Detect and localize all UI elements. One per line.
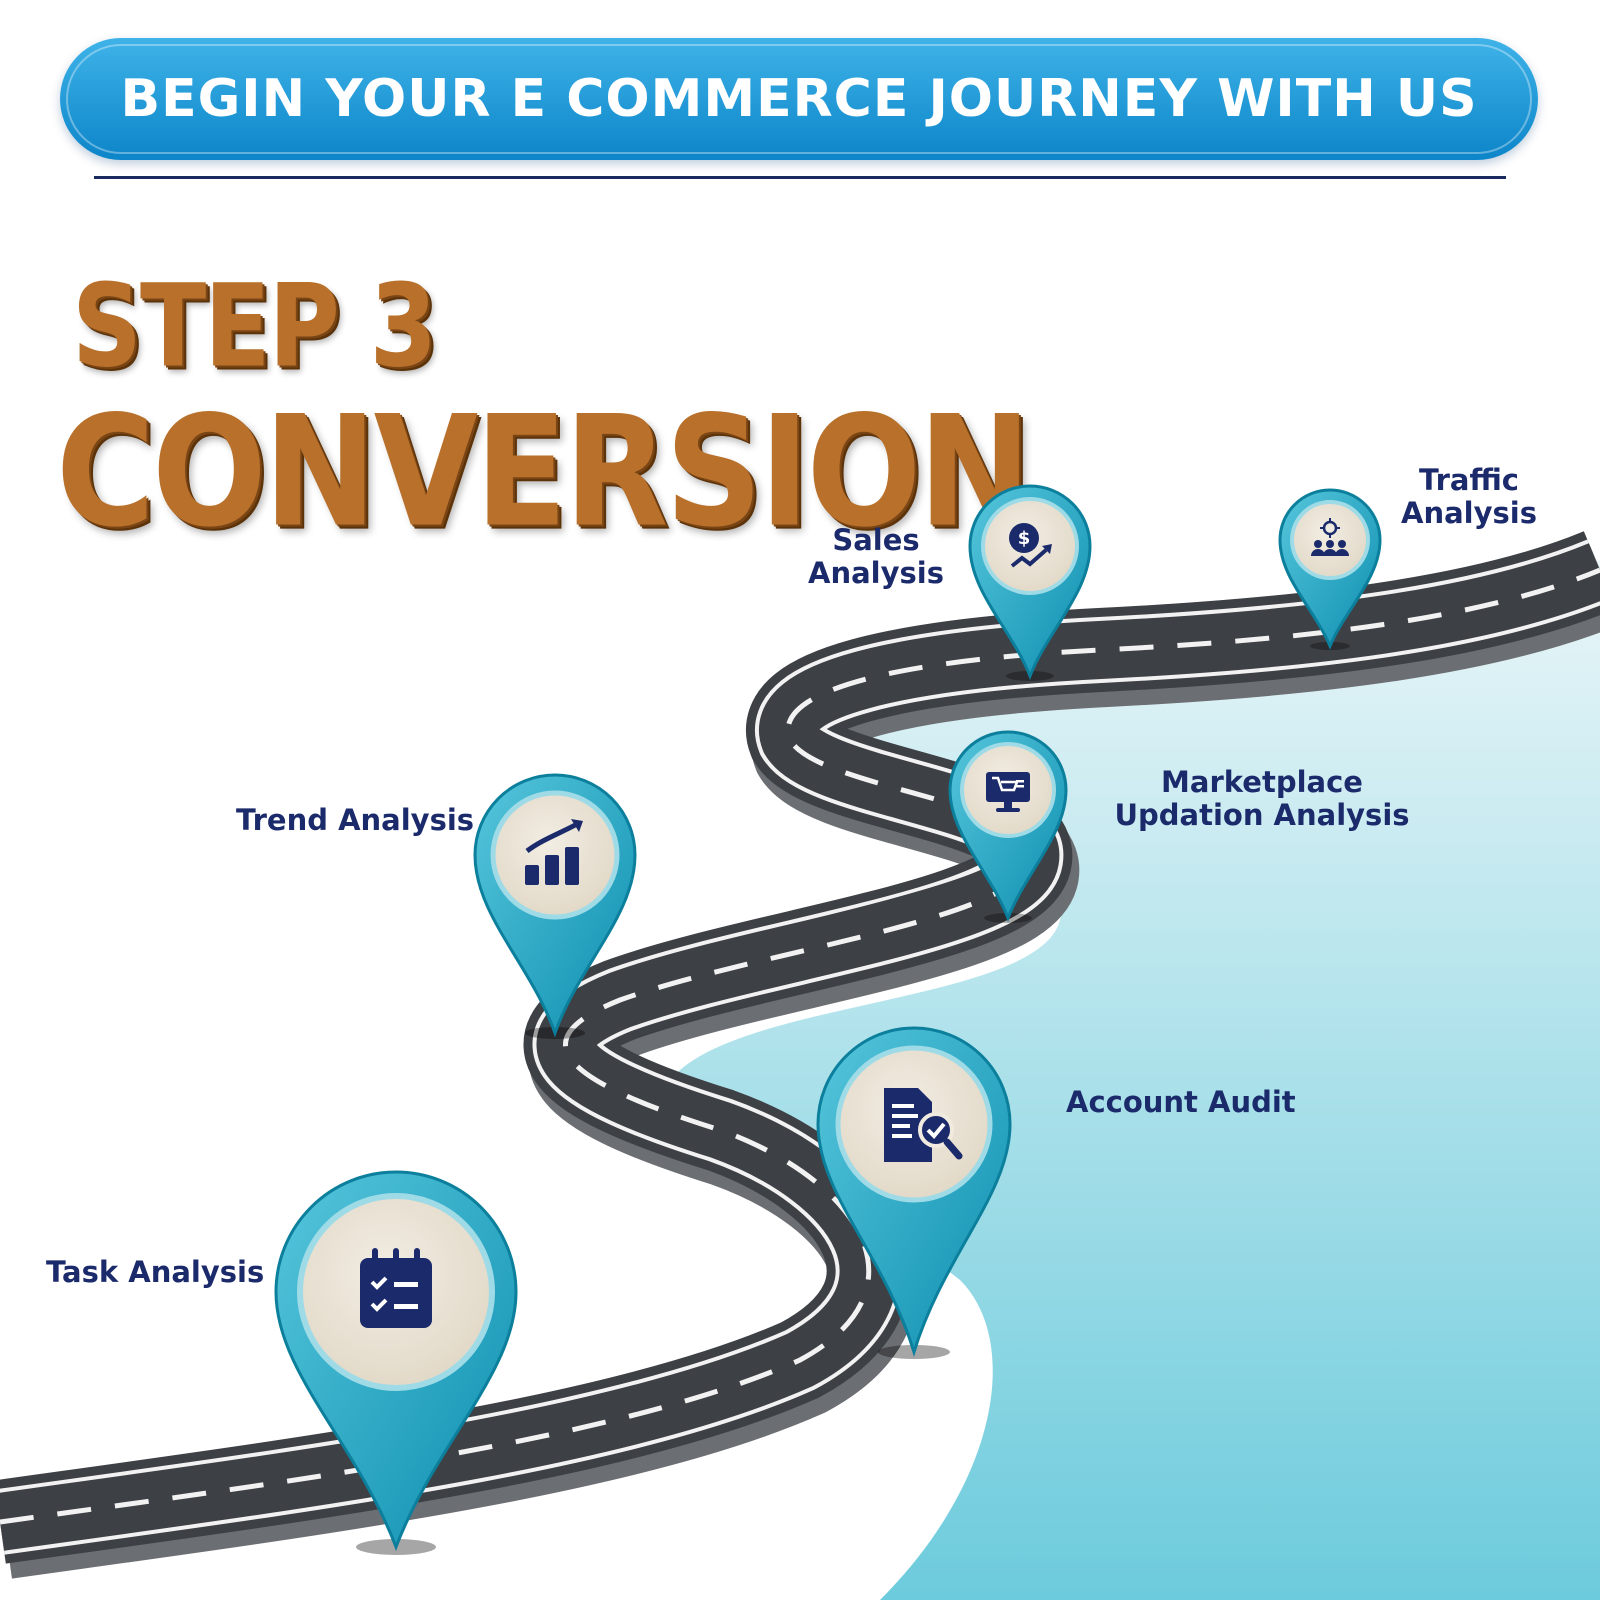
label-task-analysis: Task Analysis <box>46 1255 265 1289</box>
label-sales-line2: Analysis <box>808 556 944 591</box>
label-marketplace-line1: Marketplace <box>1161 765 1363 799</box>
header-divider <box>94 176 1506 179</box>
pin-task-analysis <box>274 1170 518 1555</box>
document-magnifier-icon <box>884 1088 963 1162</box>
header-title: BEGIN YOUR E COMMERCE JOURNEY WITH US <box>120 69 1478 129</box>
pin-account-audit <box>816 1026 1012 1359</box>
road-center-dashes <box>0 567 1600 1525</box>
dollar-growth-icon: $ <box>1009 523 1052 568</box>
label-account-audit: Account Audit <box>1066 1085 1296 1119</box>
svg-text:$: $ <box>1018 528 1031 549</box>
monitor-cart-icon <box>986 772 1030 812</box>
label-sales-analysis: Sales Analysis <box>796 523 956 591</box>
people-target-icon <box>1311 518 1349 556</box>
label-traffic-line1: Traffic <box>1419 463 1519 497</box>
pin-sales-analysis: $ <box>968 484 1092 681</box>
label-marketplace-updation: Marketplace Updation Analysis <box>1112 765 1412 833</box>
label-marketplace-line2: Updation Analysis <box>1114 798 1410 833</box>
pin-trend-analysis <box>473 773 637 1039</box>
label-trend-analysis: Trend Analysis <box>236 803 475 837</box>
label-sales-line1: Sales <box>832 523 920 557</box>
step-title: CONVERSION <box>56 383 1031 562</box>
banner-inner-border <box>66 44 1532 154</box>
label-traffic-analysis: Traffic Analysis <box>1394 463 1544 531</box>
step-number: STEP 3 <box>72 260 437 393</box>
header-banner: BEGIN YOUR E COMMERCE JOURNEY WITH US <box>60 38 1538 160</box>
pin-marketplace-updation <box>948 730 1068 923</box>
label-traffic-line2: Analysis <box>1401 496 1537 531</box>
bar-chart-trend-icon <box>525 819 583 885</box>
calendar-checklist-icon <box>360 1248 432 1328</box>
pin-traffic-analysis <box>1278 488 1382 650</box>
